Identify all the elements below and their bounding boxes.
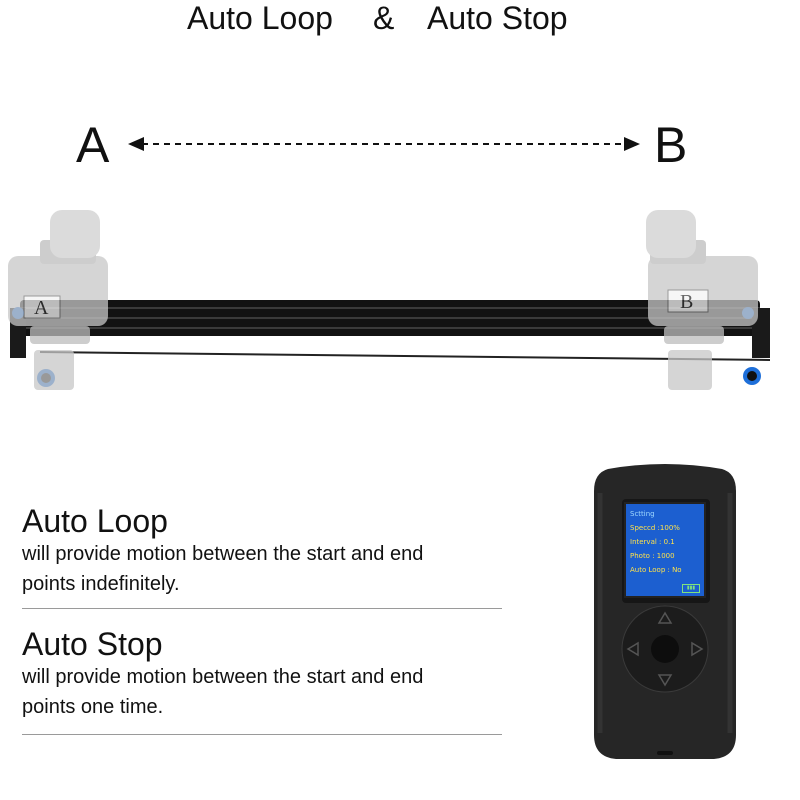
screen-line-speed: Speccd :100% — [630, 524, 680, 532]
title-auto-loop: Auto Loop — [187, 0, 333, 36]
screen-line-photo: Photo : 1000 — [630, 552, 675, 560]
remote-lcd-screen: Sctting Speccd :100% Interval : 0.1 Phot… — [624, 502, 706, 598]
arrow-up-icon — [657, 611, 673, 624]
auto-stop-section: Auto Stop will provide motion between th… — [22, 626, 502, 722]
screen-line-setting: Sctting — [630, 510, 655, 518]
camera-slider-illustration: A B — [8, 210, 771, 390]
auto-loop-line-1: will provide motion between the start an… — [22, 543, 424, 565]
svg-text:B: B — [680, 291, 693, 313]
auto-stop-line-2: points one time. — [22, 696, 164, 718]
arrow-down-icon — [657, 674, 673, 687]
auto-loop-heading: Auto Loop — [22, 503, 168, 539]
screen-line-auto-loop: Auto Loop : No — [630, 566, 682, 574]
auto-loop-section: Auto Loop will provide motion between th… — [22, 503, 502, 599]
title-ampersand: & — [373, 0, 395, 36]
auto-stop-heading: Auto Stop — [22, 626, 163, 662]
arrow-left-icon — [626, 641, 639, 657]
svg-text:A: A — [34, 297, 49, 319]
divider — [22, 608, 502, 609]
title-auto-stop: Auto Stop — [427, 0, 568, 36]
auto-stop-line-1: will provide motion between the start an… — [22, 666, 424, 688]
page-title: Auto Loop & Auto Stop — [0, 0, 768, 40]
slider-rail — [10, 300, 771, 361]
auto-loop-line-2: points indefinitely. — [22, 573, 180, 595]
camera-b-illustration: B — [646, 210, 758, 390]
double-arrow-icon — [128, 137, 640, 151]
screen-line-interval: Interval : 0.1 — [630, 538, 675, 546]
arrow-right-icon — [691, 641, 704, 657]
divider — [22, 734, 502, 735]
end-point-label: B — [654, 117, 688, 173]
battery-icon: ▮▮▮ — [682, 584, 700, 593]
start-point-label: A — [76, 117, 110, 173]
camera-a-illustration: A — [8, 210, 108, 390]
